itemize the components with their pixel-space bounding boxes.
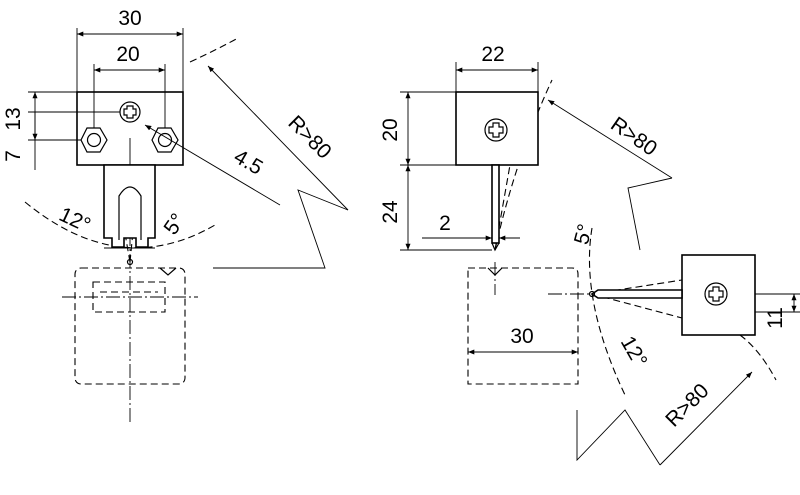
left-dim-20-label: 20 <box>116 43 139 66</box>
right-radius-leader <box>659 371 753 466</box>
middle-dim-20-label: 20 <box>379 118 402 141</box>
left-dim-7-label: 7 <box>2 150 25 162</box>
right-radius-arc <box>739 334 777 381</box>
middle-dim-30-label: 30 <box>510 325 533 348</box>
right-swing-arc <box>588 227 626 396</box>
left-radius-label: R>80 <box>284 111 336 163</box>
left-hex-screw-2 <box>151 127 179 153</box>
middle-phillips-screw-icon <box>484 118 508 142</box>
right-radius-break-line <box>576 409 661 466</box>
right-switch-body <box>681 254 756 336</box>
left-actuator-slot <box>118 186 142 240</box>
right-phillips-screw-icon <box>704 282 728 306</box>
left-radius-break-line <box>213 189 349 269</box>
left-dim-4-5-label: 4.5 <box>230 145 267 180</box>
left-dim-13-label: 13 <box>2 107 25 130</box>
right-pivot-point <box>588 290 596 298</box>
middle-view: 22 20 24 2 30 R>80 <box>379 43 673 385</box>
right-view: 5° 12° 11 R>80 <box>548 222 800 466</box>
left-radius-leader <box>207 65 349 211</box>
left-radius-arc-upper <box>189 37 239 63</box>
middle-radius-break-line <box>627 177 673 251</box>
right-radius-label: R>80 <box>661 379 713 431</box>
left-swing-arc <box>24 201 216 249</box>
right-angle-12-label: 12° <box>616 332 652 371</box>
middle-radius-leader <box>547 99 673 179</box>
left-actuator <box>103 164 156 248</box>
left-view: 30 20 13 7 12° 5° 4.5 R>80 <box>2 7 349 425</box>
right-angle-5-label: 5° <box>570 222 597 247</box>
right-dim-11-label: 11 <box>764 307 787 329</box>
left-target-notch <box>159 267 177 276</box>
left-angle-12-label: 12° <box>55 203 94 237</box>
right-actuator-pin <box>590 289 683 299</box>
middle-target-outline <box>467 267 579 385</box>
left-dim-4-5-leader <box>144 124 281 206</box>
left-pivot-point <box>126 258 134 266</box>
left-hex-screw-1 <box>80 127 108 153</box>
left-target-outline <box>74 267 186 385</box>
middle-dim-2-label: 2 <box>439 212 451 235</box>
middle-actuator-tip <box>491 242 500 252</box>
left-dim-30-label: 30 <box>118 7 141 30</box>
middle-actuator-pin <box>491 164 500 244</box>
left-tilt-line-5 <box>129 159 141 263</box>
middle-dim-24-label: 24 <box>379 200 402 224</box>
left-angle-5-label: 5° <box>159 209 189 239</box>
middle-dim-22-label: 22 <box>481 43 504 66</box>
middle-switch-body <box>455 91 539 166</box>
